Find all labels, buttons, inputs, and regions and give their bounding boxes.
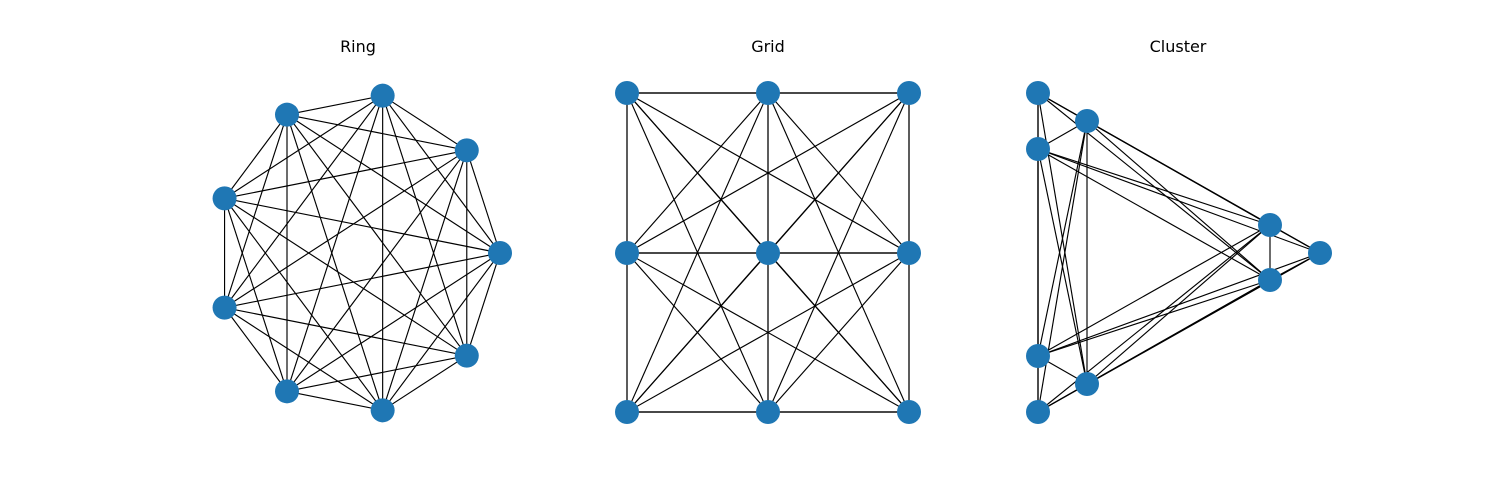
cluster-node-c1	[1075, 372, 1099, 396]
cluster-panel-title: Cluster	[1150, 37, 1207, 56]
ring-node-r8	[454, 343, 479, 368]
ring-edge-r4-r8	[224, 197, 468, 357]
ring-edge-r2-r4	[224, 95, 383, 199]
ring-edge-r1-r6	[286, 149, 468, 392]
ring-edge-r1-r7	[382, 150, 468, 411]
grid-node-g21	[756, 400, 780, 424]
ring-node-r1	[454, 138, 479, 163]
grid-node-g20	[615, 400, 639, 424]
cluster-node-a2	[1026, 137, 1050, 161]
cluster-edge-a1-c0	[1037, 120, 1088, 357]
ring-edges	[223, 95, 501, 411]
cluster-edge-a1-b1	[1086, 120, 1321, 254]
ring-edge-r0-r2	[382, 95, 501, 254]
cluster-edge-a2-b2	[1037, 148, 1271, 281]
grid-node-g00	[615, 81, 639, 105]
grid-edge-g12-g21	[767, 252, 910, 413]
grid-node-g11	[756, 241, 780, 265]
ring-edge-r4-r6	[224, 198, 288, 392]
grid-node-g01	[756, 81, 780, 105]
ring-node-r6	[275, 379, 299, 404]
ring-edge-r0-r3	[286, 114, 501, 254]
ring-edge-r3-r8	[286, 114, 468, 357]
ring-edge-r3-r5	[224, 114, 288, 308]
ring-edge-r0-r7	[382, 252, 501, 411]
ring-edge-r2-r5	[224, 95, 384, 308]
ring-node-r5	[212, 295, 237, 320]
ring-edge-r5-r7	[224, 307, 383, 411]
grid-edge-g02-g10	[626, 92, 910, 254]
ring-edge-r7-r8	[382, 355, 468, 411]
ring-edge-r0-r6	[286, 252, 501, 392]
ring-edge-r0-r8	[466, 252, 501, 356]
grid-node-g02	[897, 81, 921, 105]
grid-edge-g01-g10	[626, 92, 769, 254]
ring-node-r7	[370, 398, 395, 423]
cluster-node-b0	[1258, 213, 1282, 237]
grid-node-g10	[615, 241, 639, 265]
cluster-edges	[1037, 92, 1321, 413]
ring-edge-r2-r8	[382, 95, 468, 356]
ring-edge-r1-r3	[286, 114, 467, 151]
cluster-node-a0	[1026, 81, 1050, 105]
grid-panel: Grid	[615, 37, 921, 424]
grid-edge-g02-g21	[767, 92, 910, 413]
cluster-edge-a2-b1	[1037, 148, 1321, 254]
ring-edge-r6-r8	[286, 355, 467, 392]
grid-node-g12	[897, 241, 921, 265]
grid-nodes	[615, 81, 921, 424]
cluster-node-c0	[1026, 344, 1050, 368]
ring-node-r4	[212, 186, 237, 211]
cluster-edge-a2-b0	[1037, 148, 1271, 226]
cluster-edge-b2-c0	[1037, 279, 1271, 357]
ring-edge-r1-r4	[224, 149, 467, 199]
cluster-edge-b1-c0	[1037, 252, 1321, 357]
ring-edge-r1-r5	[224, 149, 468, 309]
ring-edge-r2-r6	[286, 95, 384, 392]
cluster-panel: Cluster	[1026, 37, 1332, 424]
ring-node-r0	[488, 241, 512, 265]
ring-panel: Ring	[212, 37, 512, 423]
ring-edge-r2-r3	[286, 95, 383, 116]
ring-edge-r0-r1	[466, 150, 501, 254]
cluster-node-c2	[1026, 400, 1050, 424]
ring-edge-r3-r7	[286, 114, 384, 411]
grid-edge-g12-g20	[626, 252, 910, 413]
ring-edge-r5-r8	[224, 307, 467, 357]
ring-edge-r6-r7	[286, 390, 383, 411]
ring-edge-r5-r6	[224, 307, 288, 392]
grid-edge-g11-g20	[626, 252, 769, 413]
ring-panel-title: Ring	[340, 37, 376, 56]
grid-panel-title: Grid	[751, 37, 785, 56]
ring-edge-r3-r4	[224, 114, 288, 199]
ring-edge-r0-r4	[224, 197, 501, 254]
ring-edge-r0-r5	[224, 252, 501, 309]
grid-node-g22	[897, 400, 921, 424]
ring-nodes	[212, 83, 512, 423]
ring-edge-r4-r7	[224, 198, 384, 411]
ring-node-r3	[275, 102, 299, 127]
cluster-edge-a2-c1	[1037, 148, 1088, 385]
cluster-node-b2	[1258, 268, 1282, 292]
cluster-nodes	[1026, 81, 1332, 424]
cluster-edge-b0-c0	[1037, 224, 1271, 357]
ring-edge-r1-r2	[382, 95, 468, 151]
cluster-node-b1	[1308, 241, 1332, 265]
ring-node-r2	[370, 83, 395, 108]
grid-edge-g01-g20	[626, 92, 769, 413]
cluster-node-a1	[1075, 109, 1099, 133]
